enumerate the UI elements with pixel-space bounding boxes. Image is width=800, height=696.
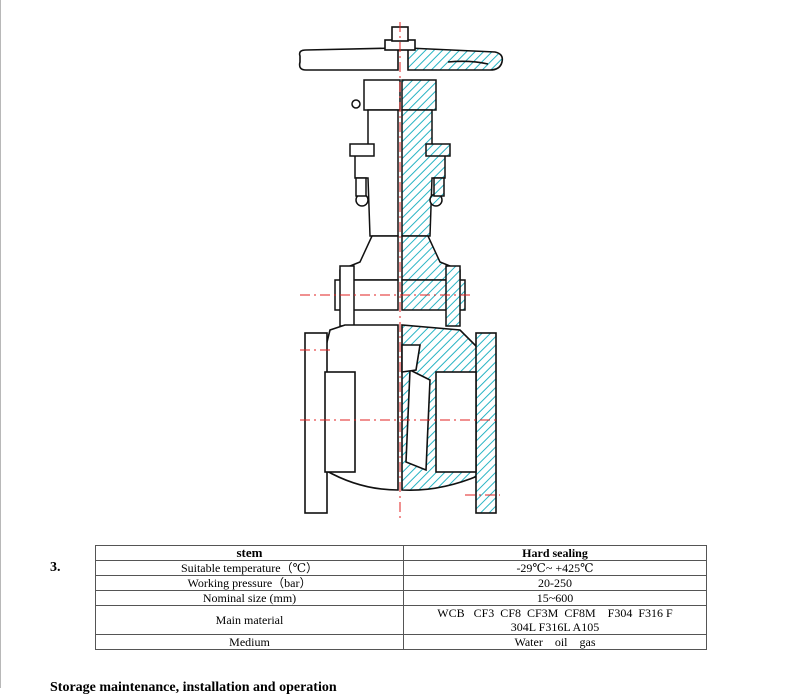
row-value: WCB CF3 CF8 CF3M CF8M F304 F316 F 304L F…: [403, 605, 707, 635]
table-row: Main material WCB CF3 CF8 CF3M CF8M F304…: [95, 605, 707, 635]
row-label: Working pressure（bar）: [95, 575, 404, 591]
row-value: 15~600: [403, 590, 707, 606]
gate-valve-drawing: [298, 22, 504, 522]
section-number: 3.: [50, 560, 61, 575]
valve-body: [304, 324, 497, 514]
table-row: Working pressure（bar） 20-250: [95, 575, 707, 591]
row-label: Medium: [95, 634, 404, 650]
bottom-heading: Storage maintenance, installation and op…: [50, 680, 337, 695]
yoke: [349, 109, 451, 237]
table-header-row: stem Hard sealing: [95, 545, 707, 561]
table-row: Suitable temperature（℃） -29℃~ +425℃: [95, 560, 707, 576]
row-value: -29℃~ +425℃: [403, 560, 707, 576]
handwheel: [298, 26, 504, 71]
row-label: Nominal size (mm): [95, 590, 404, 606]
table-row: Medium Water oil gas: [95, 634, 707, 650]
header-stem: stem: [95, 545, 404, 561]
spec-table: stem Hard sealing Suitable temperature（℃…: [95, 545, 707, 650]
yoke-nut: [351, 79, 437, 111]
row-label: Main material: [95, 605, 404, 635]
page-border: [0, 0, 1, 688]
row-value: Water oil gas: [403, 634, 707, 650]
row-value: 20-250: [403, 575, 707, 591]
table-row: Nominal size (mm) 15~600: [95, 590, 707, 606]
material-line-2: 304L F316L A105: [510, 620, 600, 634]
centerlines: [300, 22, 500, 522]
material-line-1: WCB CF3 CF8 CF3M CF8M F304 F316 F: [437, 606, 673, 620]
header-hard-sealing: Hard sealing: [403, 545, 707, 561]
row-label: Suitable temperature（℃）: [95, 560, 404, 576]
